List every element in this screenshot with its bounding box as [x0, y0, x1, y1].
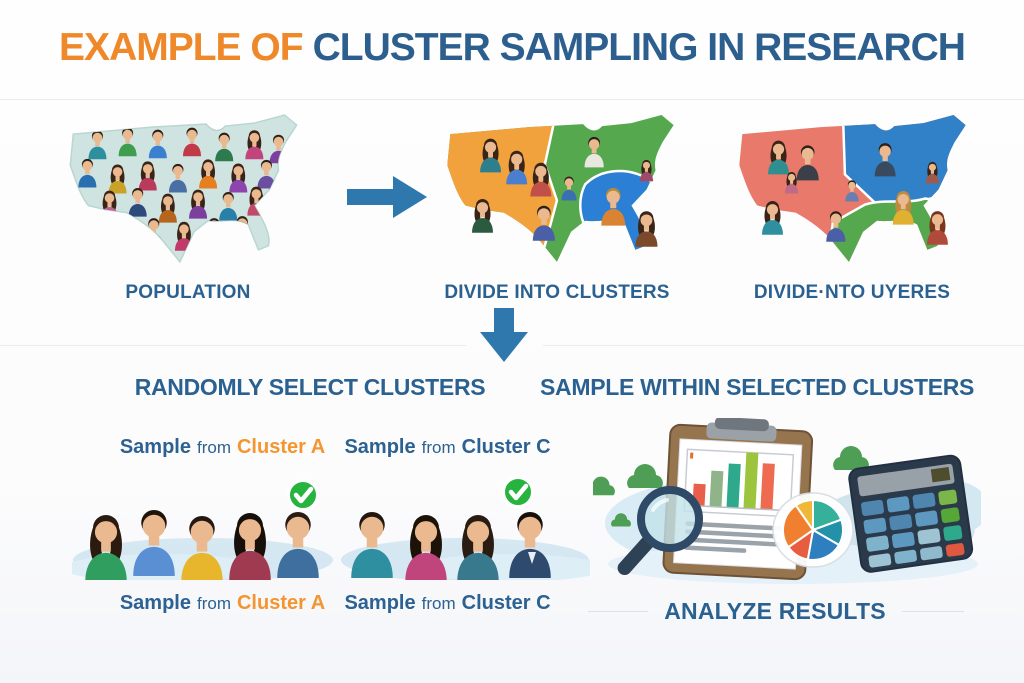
clusters-alt-map-illustration	[739, 115, 966, 262]
from-word: from	[421, 594, 456, 613]
population-label: POPULATION	[125, 282, 251, 303]
sample-word: Sample	[119, 592, 191, 614]
cluster-a-word: Cluster A	[236, 592, 326, 614]
bush-icon	[593, 476, 615, 496]
header-divider	[0, 99, 1024, 100]
bush-icon	[627, 464, 663, 488]
sample-cluster-a-label-bottom: Sample from Cluster A	[100, 592, 345, 615]
analyze-divider-left	[588, 611, 648, 612]
from-word: from	[196, 594, 231, 613]
check-icon	[504, 478, 533, 507]
population-map-illustration	[69, 114, 298, 263]
check-icon	[289, 481, 318, 510]
analyze-results-label: ANALYZE RESULTS	[664, 598, 886, 624]
analysis-illustration	[593, 418, 981, 584]
sample-cluster-a-label-top: Sample from Cluster A	[100, 436, 345, 459]
sample-word: Sample	[119, 436, 191, 458]
from-word: from	[421, 438, 456, 457]
title-main: CLUSTER SAMPLING IN RESEARCH	[312, 26, 966, 69]
cluster-c-word: Cluster C	[461, 592, 551, 614]
cluster-c-word: Cluster C	[461, 436, 551, 458]
bush-icon	[833, 446, 869, 470]
sample-word: Sample	[344, 592, 416, 614]
sample-within-heading: SAMPLE WITHIN SELECTED CLUSTERS	[540, 374, 975, 400]
sample-cluster-c-label-bottom: Sample from Cluster C	[330, 592, 565, 615]
selected-group-a-illustration	[72, 460, 333, 580]
title-prefix: EXAMPLE OF	[59, 26, 304, 69]
magnifier-icon	[617, 486, 703, 576]
randomly-select-heading: RANDOMLY SELECT CLUSTERS	[134, 374, 486, 400]
clusters-map-illustration	[447, 115, 674, 262]
step-arrow-right-icon	[347, 176, 427, 218]
pie-chart-icon	[772, 492, 854, 568]
section-divider-right	[543, 345, 1024, 346]
section-divider-left	[0, 345, 466, 346]
divide-into-clusters-label: DIVIDE INTO CLUSTERS	[444, 282, 670, 303]
calculator-icon	[848, 454, 974, 573]
cluster-a-word: Cluster A	[236, 436, 326, 458]
step-arrow-down-icon	[480, 308, 528, 362]
selected-group-c-illustration	[341, 460, 590, 580]
divide-alt-label: DIVIDE·NTO UYERES	[753, 282, 951, 303]
clipboard-icon	[662, 418, 814, 581]
sample-word: Sample	[344, 436, 416, 458]
analyze-divider-right	[902, 611, 964, 612]
from-word: from	[196, 438, 231, 457]
cluster-alt-regions	[739, 115, 966, 262]
sample-cluster-c-label-top: Sample from Cluster C	[330, 436, 565, 459]
